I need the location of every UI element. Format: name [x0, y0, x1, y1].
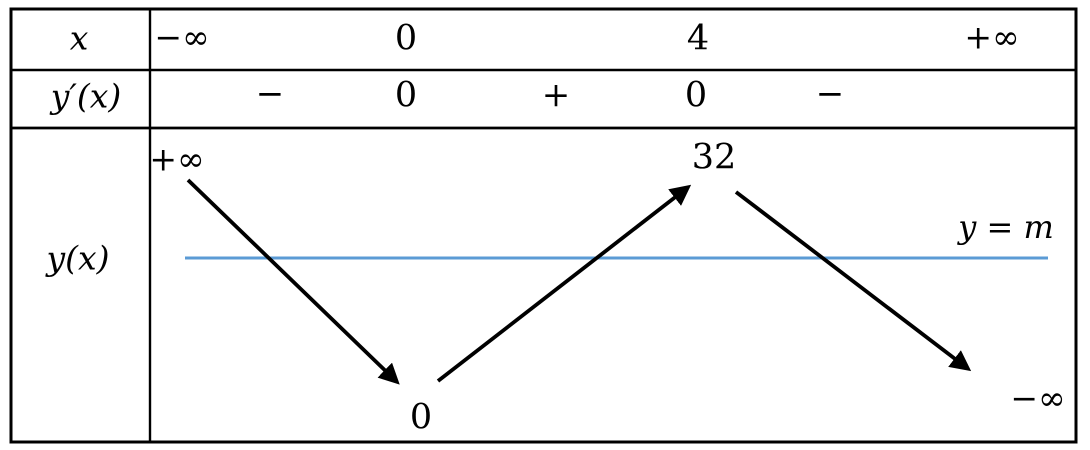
derivative-sign-plus: + — [541, 75, 571, 115]
variation-maximum: 32 — [691, 137, 737, 178]
x-tick-neg-infinity: −∞ — [154, 17, 210, 57]
derivative-sign-minus-1: − — [255, 74, 285, 114]
variation-left-limit: +∞ — [149, 139, 205, 179]
x-tick-zero: 0 — [394, 18, 418, 59]
derivative-zero-1: 0 — [394, 75, 418, 116]
x-tick-four: 4 — [686, 18, 710, 59]
derivative-row-header: y′(x) — [50, 76, 122, 116]
variation-minimum: 0 — [409, 397, 433, 438]
variation-row-header: y(x) — [46, 238, 110, 278]
variation-right-limit: −∞ — [1010, 378, 1066, 418]
arrow-decreasing-right — [734, 190, 972, 372]
arrow-increasing-middle — [436, 184, 692, 383]
arrow-decreasing-left — [186, 178, 400, 385]
x-row-header: x — [69, 18, 89, 58]
x-tick-pos-infinity: +∞ — [964, 17, 1020, 57]
table-border — [9, 7, 1078, 444]
y-equals-m-label: y = m — [958, 208, 1054, 246]
derivative-sign-minus-2: − — [815, 74, 845, 114]
derivative-zero-2: 0 — [684, 75, 708, 116]
